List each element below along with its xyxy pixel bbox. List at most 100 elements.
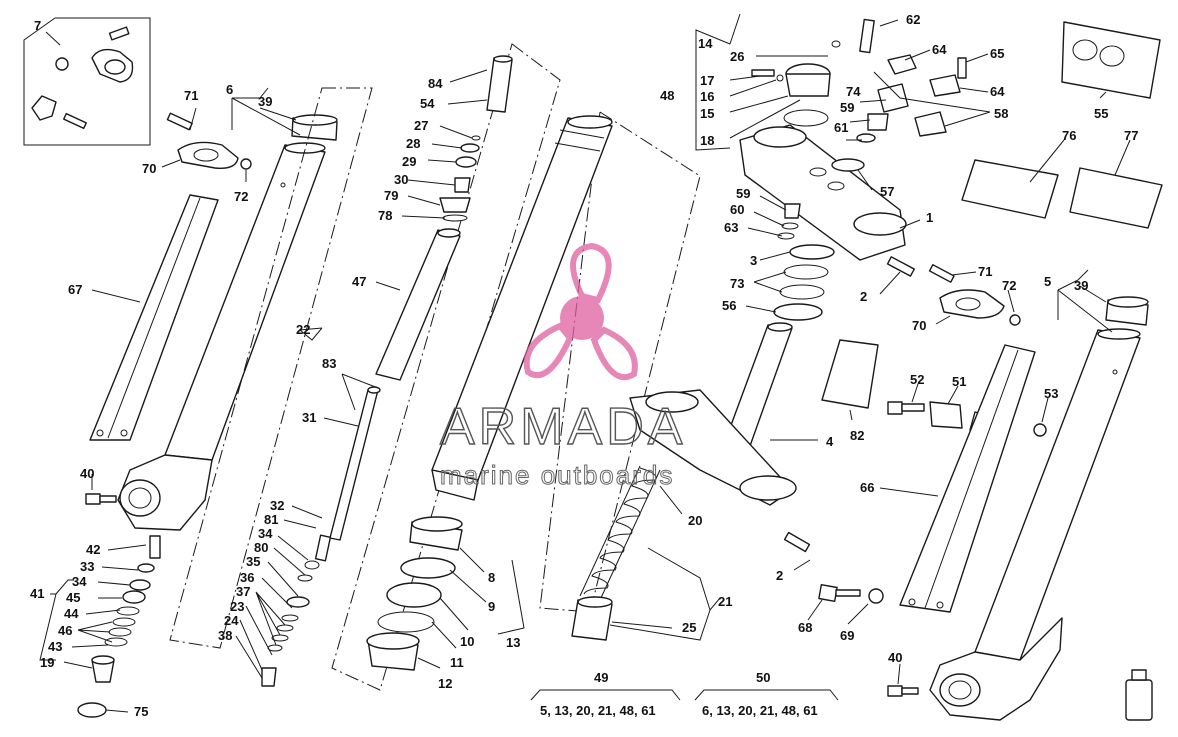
callout-81: 81 [264, 512, 278, 527]
callout-84: 84 [428, 76, 443, 91]
callout-37: 37 [236, 584, 250, 599]
callout-40-right: 40 [888, 650, 902, 665]
callout-50: 50 [756, 670, 770, 685]
callout-33: 33 [80, 559, 94, 574]
callout-labels: 1 2 2 3 4 5 6 7 8 9 10 11 12 13 14 15 16… [30, 12, 1138, 719]
callout-49: 49 [594, 670, 608, 685]
callout-79: 79 [384, 188, 398, 203]
callout-36: 36 [240, 570, 254, 585]
left-valve-stack [77, 535, 161, 718]
part-39-seal-right [1105, 296, 1149, 326]
callout-20: 20 [688, 513, 702, 528]
part-55-decal-kit [1061, 21, 1161, 99]
kit-49-contents: 5, 13, 20, 21, 48, 61 [540, 703, 656, 718]
part-66-fork-leg-guard [899, 344, 1036, 613]
part-inner-fork-tube [431, 115, 613, 501]
part-39-seal-left [291, 114, 338, 141]
callout-2-upper: 2 [860, 289, 867, 304]
callout-54: 54 [420, 96, 435, 111]
callout-35: 35 [246, 554, 260, 569]
callout-30: 30 [394, 172, 408, 187]
callout-26: 26 [730, 49, 744, 64]
callout-32: 32 [270, 498, 284, 513]
callout-64-mid: 64 [990, 84, 1005, 99]
callout-70-left: 70 [142, 161, 156, 176]
callout-60: 60 [730, 202, 744, 217]
callout-13: 13 [506, 635, 520, 650]
callout-6: 6 [226, 82, 233, 97]
part-25-spacer [571, 596, 613, 641]
callout-15: 15 [700, 106, 714, 121]
top-cap-parts [751, 40, 841, 127]
part-68-bolt [818, 584, 861, 602]
callout-64-top: 64 [932, 42, 947, 57]
callout-63: 63 [724, 220, 738, 235]
callout-34-mid: 34 [258, 526, 273, 541]
part-67-fork-slider-guard [89, 194, 219, 441]
callout-48: 48 [660, 88, 674, 103]
part-4-lower-triple-clamp [629, 322, 811, 553]
part-70-clamp-left [166, 112, 252, 170]
callout-71-right: 71 [978, 264, 992, 279]
part-40-bolt-left [85, 493, 117, 505]
part-7-clamp-assembly [31, 26, 134, 130]
callout-29: 29 [402, 154, 416, 169]
left-damper-parts [261, 386, 381, 687]
callout-47: 47 [352, 274, 366, 289]
callout-2-lower: 2 [776, 568, 783, 583]
callout-10: 10 [460, 634, 474, 649]
callout-5: 5 [1044, 274, 1051, 289]
callout-80: 80 [254, 540, 268, 555]
part-40-bolt-right [887, 685, 919, 697]
callout-65: 65 [990, 46, 1004, 61]
oil-bottle [1125, 669, 1153, 721]
callout-75: 75 [134, 704, 148, 719]
part-1-upper-triple-clamp [739, 124, 915, 277]
callout-62: 62 [906, 12, 920, 27]
callout-77: 77 [1124, 128, 1138, 143]
watermark-tagline: marine outboards [440, 460, 674, 490]
callout-34-left: 34 [72, 574, 87, 589]
inset-frame-7 [23, 17, 151, 146]
callout-68: 68 [798, 620, 812, 635]
group-frame-13 [331, 43, 561, 691]
part-5-fork-outer-tube-right [929, 328, 1141, 721]
callout-83: 83 [322, 356, 336, 371]
part-20-spring [579, 465, 661, 601]
callout-71-left: 71 [184, 88, 198, 103]
callout-41: 41 [30, 586, 44, 601]
callout-58: 58 [994, 106, 1008, 121]
callout-78: 78 [378, 208, 392, 223]
callout-8: 8 [488, 570, 495, 585]
callout-69: 69 [840, 628, 854, 643]
callout-72-right: 72 [1002, 278, 1016, 293]
washer-stack-3-73-56 [773, 244, 835, 321]
callout-19: 19 [40, 655, 54, 670]
callout-59-top: 59 [840, 100, 854, 115]
callout-1: 1 [926, 210, 933, 225]
watermark-logo [523, 242, 638, 381]
part-76-cover [961, 159, 1059, 219]
callout-27: 27 [414, 118, 428, 133]
callout-42: 42 [86, 542, 100, 557]
cartridge-parts-47 [375, 55, 513, 381]
group-frame-inner-tube [539, 111, 701, 613]
callout-51: 51 [952, 374, 966, 389]
callout-9: 9 [488, 599, 495, 614]
callout-39-left: 39 [258, 94, 272, 109]
kit-50-contents: 6, 13, 20, 21, 48, 61 [702, 703, 818, 718]
callout-44: 44 [64, 606, 79, 621]
part-70-clamp-right [928, 264, 1021, 326]
watermark-brand: ARMADA [440, 398, 686, 456]
callout-21: 21 [718, 594, 732, 609]
callout-55: 55 [1094, 106, 1108, 121]
callout-59-mid: 59 [736, 186, 750, 201]
callout-12: 12 [438, 676, 452, 691]
part-52-bolt [887, 401, 925, 415]
callout-11: 11 [450, 655, 464, 670]
callout-23: 23 [230, 599, 244, 614]
callout-73: 73 [730, 276, 744, 291]
leader-lines [39, 13, 1131, 713]
part-82-pad [821, 339, 879, 409]
